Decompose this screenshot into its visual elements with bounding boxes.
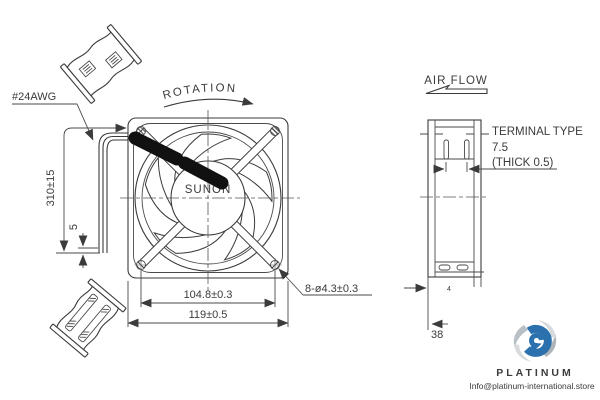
dim-depth-text: 38 [431, 329, 443, 341]
logo-p-hook [527, 333, 544, 354]
rotation-arrow [163, 97, 254, 108]
side-outline [427, 119, 482, 278]
dim-hole-pitch-text: 104.8±0.3 [184, 289, 233, 301]
wire-gauge-label: #24AWG [12, 91, 56, 103]
connector-body [56, 285, 120, 351]
leader-line [278, 268, 304, 296]
fan-front-view: SUNON [120, 110, 300, 292]
cable-segment [178, 156, 229, 190]
terminal-type-text-1: TERMINAL TYPE [492, 126, 583, 138]
platinum-brand-text: PLATINUM [496, 367, 573, 379]
bottom-extensions [473, 277, 482, 287]
wire-gauge-leader [12, 103, 94, 141]
dim-lead-length: 310±15 [45, 123, 127, 254]
lead-cable [128, 131, 229, 190]
terminal-type-callout: TERMINAL TYPE 7.5 (THICK 0.5) [433, 126, 583, 174]
fan-blade [211, 158, 273, 203]
connector-body [66, 31, 135, 97]
bottom-slot [438, 264, 451, 271]
connector-housing-top [60, 24, 142, 104]
connector-housing-bottom [49, 278, 127, 358]
terminal-channel [78, 304, 111, 343]
platinum-watermark: PLATINUM Info@platinum-international.sto… [469, 320, 595, 391]
dim-mounting-holes-callout: 8-ø4.3±0.3 [278, 268, 372, 296]
hole-hatch [270, 126, 280, 137]
side-walls [434, 120, 475, 277]
dim-lead-strip-text: 5 [68, 224, 80, 230]
hole-centermark [134, 258, 148, 272]
dim-frame-width-text: 119±0.5 [189, 309, 228, 321]
wire [106, 139, 128, 253]
air-flow-label: AIR FLOW [424, 75, 488, 87]
platinum-email-text: Info@platinum-international.store [469, 381, 595, 391]
wire-gauge-callout: #24AWG [12, 91, 94, 141]
bottom-slot [456, 264, 469, 271]
terminal-slot [78, 60, 97, 78]
terminal-slot [104, 51, 123, 69]
cable-segment [128, 131, 184, 166]
terminal-channel [65, 293, 98, 332]
bottom-flange-lines [435, 261, 484, 273]
dim-flange-text: 4 [447, 286, 451, 293]
dim-line [59, 123, 127, 252]
dim-lead-strip: 5 [68, 224, 98, 268]
fan-side-view [420, 119, 489, 287]
logo-petal-lightgray [538, 320, 556, 338]
hole-centermark [268, 258, 282, 272]
lead-wires [98, 132, 128, 253]
fan-blade [144, 156, 184, 226]
air-flow-annotation: AIR FLOW [424, 75, 488, 95]
dim-frame-width: 119±0.5 [127, 281, 289, 328]
terminal-type-text-3: (THICK 0.5) [492, 157, 554, 169]
dim-mounting-holes-text: 8-ø4.3±0.3 [305, 283, 358, 295]
extension-lines [445, 162, 468, 172]
air-flow-arrow-icon [425, 84, 488, 95]
rotation-annotation: ROTATION [162, 82, 254, 108]
logo-p-swoosh [524, 324, 552, 357]
dim-hole-pitch: 104.8±0.3 [140, 271, 276, 308]
terminal-type-text-2: 7.5 [492, 142, 508, 154]
logo-petal-lightgray [514, 344, 532, 362]
platinum-logo-icon [513, 320, 557, 362]
dim-depth: 4 38 [404, 277, 451, 341]
logo-petal-gray [513, 325, 528, 348]
dim-lead-length-text: 310±15 [45, 170, 57, 207]
channel-hatch [66, 297, 109, 338]
